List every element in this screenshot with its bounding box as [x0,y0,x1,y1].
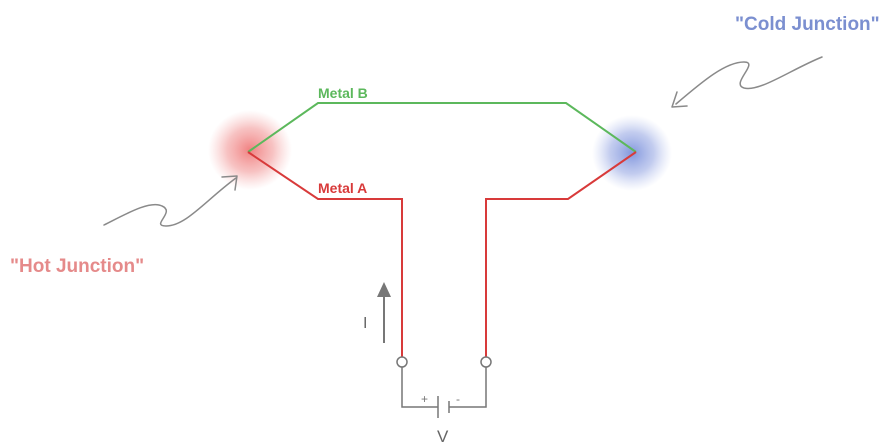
voltage-lead-left [401,367,438,408]
metal-a-label: Metal A [318,180,367,196]
voltage-lead-right [449,367,487,408]
hot-junction-label: "Hot Junction" [10,256,144,277]
cold-junction-glow [592,115,672,191]
left-terminal [396,356,408,368]
hot-junction-arrow-head [221,175,238,191]
right-terminal [480,356,492,368]
cold-junction-label: "Cold Junction" [735,14,880,35]
plus-sign: + [421,392,428,406]
minus-sign: - [456,392,460,406]
hot-junction-pointer-arrow [103,177,237,227]
metal-b-label: Metal B [318,85,368,101]
cold-junction-arrow-head [671,91,688,108]
metal-a-wire-right [485,151,637,357]
current-label: I [363,315,367,332]
metal-b-wire [247,102,637,153]
current-arrow-head [377,282,391,297]
cold-junction-pointer-arrow [675,56,823,105]
voltage-label: V [437,427,449,445]
metal-a-wire-left [247,151,403,357]
